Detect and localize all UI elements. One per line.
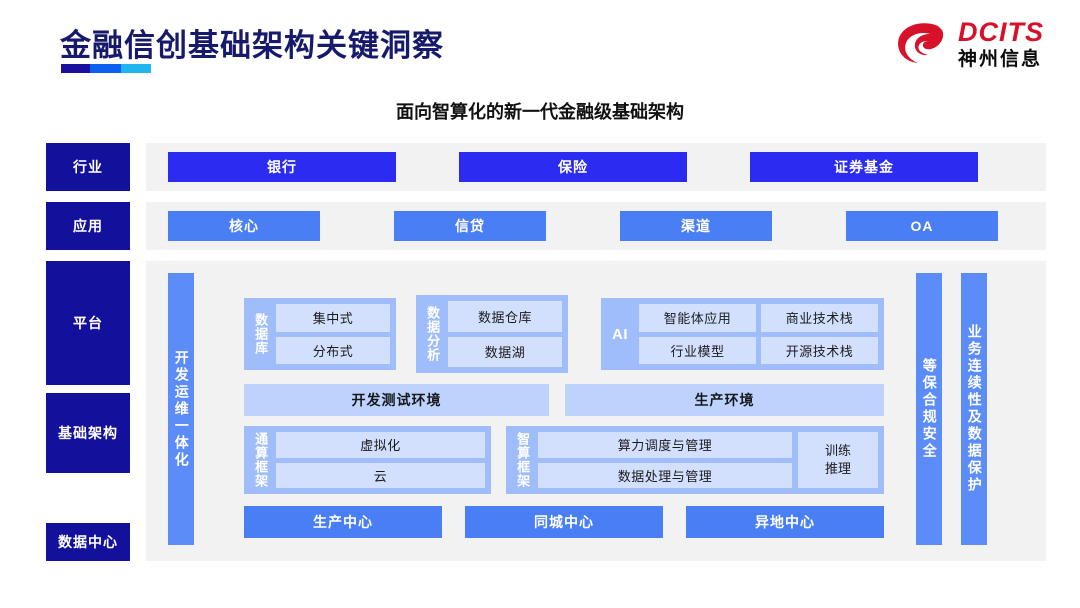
industry-chip-securities[interactable]: 证券基金 (750, 152, 978, 182)
industry-chip-bank[interactable]: 银行 (168, 152, 396, 182)
framework-general-compute: 通算框架 虚拟化 云 (244, 426, 491, 494)
data-center-production[interactable]: 生产中心 (244, 506, 442, 538)
env-bar-development[interactable]: 开发测试环境 (244, 384, 549, 416)
group-label-data-analysis: 数据分析 (425, 306, 441, 362)
ai-fw-item-data-processing[interactable]: 数据处理与管理 (538, 462, 792, 488)
application-row: 核心 信贷 渠道 OA (146, 202, 1046, 250)
row-label-data-center: 数据中心 (46, 523, 130, 561)
db-item-distributed[interactable]: 分布式 (276, 336, 390, 364)
data-center-metro[interactable]: 同城中心 (465, 506, 663, 538)
logo-text-en: DCITS (958, 17, 1044, 47)
group-label-ai: AI (612, 325, 628, 343)
ai-fw-item-compute-scheduling[interactable]: 算力调度与管理 (538, 432, 792, 458)
group-ai: AI 智能体应用 商业技术栈 行业模型 开源技术栈 (601, 298, 884, 370)
train-label: 训练 (824, 442, 851, 458)
vertical-bar-devops[interactable]: 开发运维一体化 (168, 273, 194, 545)
industry-chip-insurance[interactable]: 保险 (459, 152, 687, 182)
row-label-application: 应用 (46, 202, 130, 250)
data-center-remote[interactable]: 异地中心 (686, 506, 884, 538)
logo-text-cn: 神州信息 (958, 49, 1043, 70)
da-item-lake[interactable]: 数据湖 (448, 336, 562, 367)
dcits-swoosh-icon (898, 23, 944, 63)
gen-item-virtualization[interactable]: 虚拟化 (276, 432, 485, 458)
ai-item-commercial-stack[interactable]: 商业技术栈 (761, 304, 878, 332)
group-label-database: 数据库 (253, 313, 269, 355)
title-accent-bar (61, 64, 151, 73)
gen-item-cloud[interactable]: 云 (276, 462, 485, 488)
row-label-platform: 平台 (46, 261, 130, 385)
ai-item-industry-model[interactable]: 行业模型 (639, 336, 756, 364)
industry-row: 银行 保险 证券基金 (146, 143, 1046, 191)
da-item-warehouse[interactable]: 数据仓库 (448, 301, 562, 332)
framework-intelligent-compute: 智算框架 算力调度与管理 数据处理与管理 训练 推理 (506, 426, 884, 494)
ai-fw-train-infer-box[interactable]: 训练 推理 (798, 432, 878, 488)
db-item-centralized[interactable]: 集中式 (276, 304, 390, 332)
diagram-subtitle: 面向智算化的新一代金融级基础架构 (396, 102, 684, 122)
framework-label-intelligent: 智算框架 (515, 432, 531, 488)
env-bar-production[interactable]: 生产环境 (565, 384, 884, 416)
ai-item-opensource-stack[interactable]: 开源技术栈 (761, 336, 878, 364)
vertical-bar-security[interactable]: 等保合规安全 (916, 273, 942, 545)
row-label-industry: 行业 (46, 143, 130, 191)
vertical-bar-continuity[interactable]: 业务连续性及数据保护 (961, 273, 987, 545)
row-label-infrastructure: 基础架构 (46, 393, 130, 473)
application-chip-credit[interactable]: 信贷 (394, 211, 546, 241)
company-logo: DCITS 神州信息 (894, 18, 1044, 70)
page-title: 金融信创基础架构关键洞察 (60, 28, 444, 63)
architecture-diagram: 行业 银行 保险 证券基金 应用 核心 信贷 渠道 OA 平台 基础架构 数据中… (46, 143, 1046, 563)
ai-item-agent-app[interactable]: 智能体应用 (639, 304, 756, 332)
group-database: 数据库 集中式 分布式 (244, 298, 396, 370)
group-data-analysis: 数据分析 数据仓库 数据湖 (416, 295, 568, 373)
framework-label-general: 通算框架 (253, 432, 269, 488)
infer-label: 推理 (824, 461, 851, 476)
application-chip-oa[interactable]: OA (846, 211, 998, 241)
application-chip-channel[interactable]: 渠道 (620, 211, 772, 241)
application-chip-core[interactable]: 核心 (168, 211, 320, 241)
